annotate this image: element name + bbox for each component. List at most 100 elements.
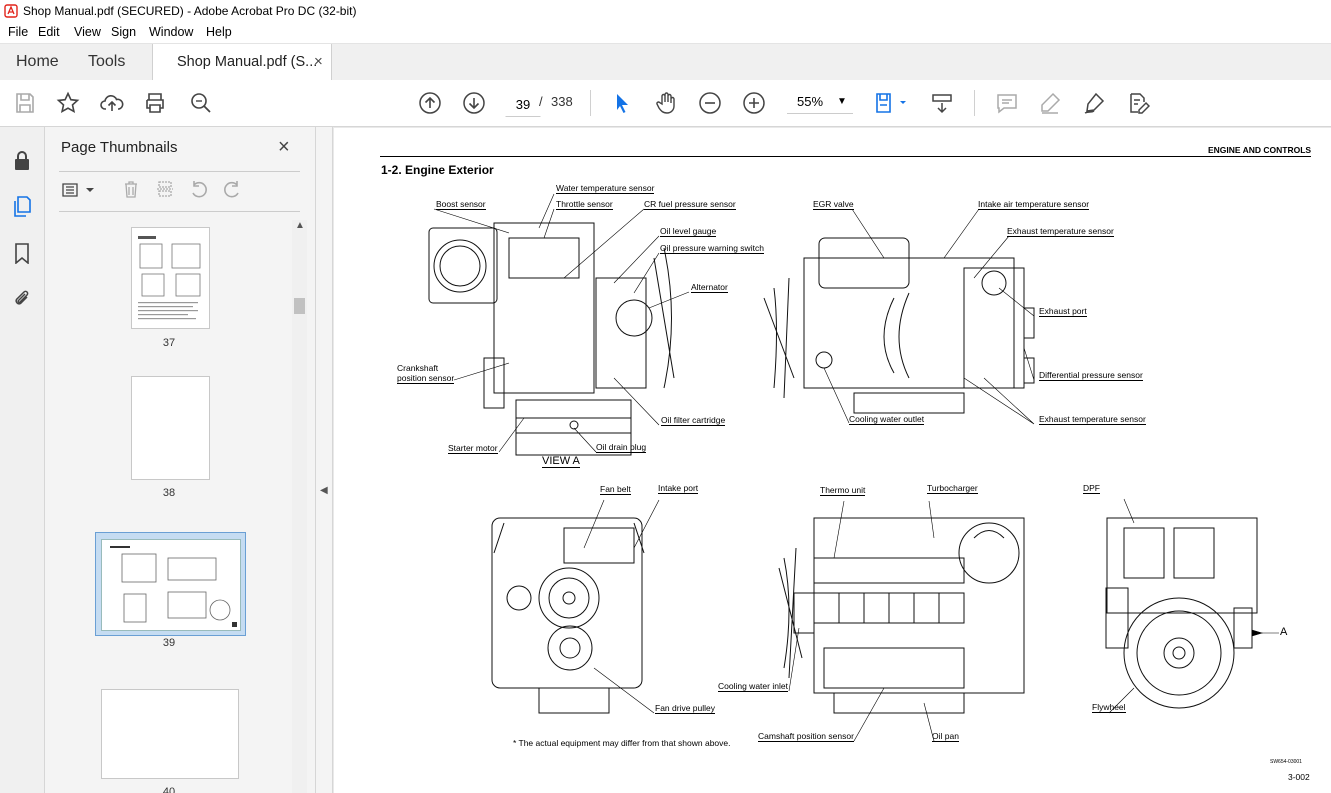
zoom-level-dropdown[interactable]: 55% ▼: [787, 91, 853, 114]
thumbnail-options-icon[interactable]: [61, 181, 97, 199]
thumbnail-preview: [138, 236, 201, 320]
label-cr-fuel-pressure-sensor: CR fuel pressure sensor: [644, 199, 736, 210]
label-oil-filter-cartridge: Oil filter cartridge: [661, 415, 726, 426]
label-fan-drive-pulley: Fan drive pulley: [655, 703, 716, 714]
thumbnail-page-40[interactable]: [101, 689, 239, 779]
comment-icon: [997, 94, 1017, 114]
menu-file[interactable]: File: [8, 25, 29, 39]
lock-icon[interactable]: [11, 149, 33, 171]
edit-pdf-button[interactable]: [1126, 91, 1151, 115]
menu-sign[interactable]: Sign: [111, 25, 137, 39]
label-oil-level-gauge: Oil level gauge: [660, 226, 717, 237]
label-flywheel: Flywheel: [1092, 702, 1126, 713]
label-crankshaft: Crankshaft: [397, 363, 439, 373]
page-thumbnails-icon[interactable]: [11, 195, 33, 217]
zoom-in-button[interactable]: [742, 91, 766, 115]
paperclip-icon[interactable]: [11, 288, 33, 310]
highlight-button[interactable]: [1038, 91, 1062, 115]
label-oil-drain-plug: Oil drain plug: [596, 442, 647, 453]
arrow-down-circle-icon: [463, 92, 485, 114]
menu-help[interactable]: Help: [206, 25, 232, 39]
rotate-left-icon[interactable]: [188, 179, 210, 199]
hand-tool-button[interactable]: [654, 91, 678, 115]
page-thumbnails-panel: Page Thumbnails × 37 38: [45, 127, 316, 793]
label-turbocharger: Turbocharger: [927, 483, 978, 494]
menu-edit[interactable]: Edit: [38, 25, 60, 39]
label-arrow-a: A: [1280, 626, 1288, 638]
menu-view[interactable]: View: [74, 25, 101, 39]
scroll-mode-icon: [932, 94, 952, 114]
edit-document-icon: [1130, 93, 1151, 114]
engine-exterior-diagram: [428, 193, 1279, 742]
label-water-temperature-sensor: Water temperature sensor: [556, 183, 655, 194]
thumbnail-label-39: 39: [162, 637, 176, 649]
menu-bar: File Edit View Sign Window Help: [0, 23, 1331, 43]
label-exhaust-temperature-sensor-bottom: Exhaust temperature sensor: [1039, 414, 1146, 425]
save-button[interactable]: [13, 91, 37, 115]
bookmark-star-button[interactable]: [56, 91, 80, 115]
label-oil-pan: Oil pan: [932, 731, 959, 742]
tab-tools[interactable]: Tools: [88, 53, 126, 70]
delete-page-icon[interactable]: [121, 179, 141, 199]
chevron-down-icon: ▼: [837, 96, 847, 107]
panel-title: Page Thumbnails: [61, 139, 178, 156]
collapse-panel-icon[interactable]: ◀: [320, 485, 328, 496]
page-layout-button[interactable]: [874, 91, 910, 115]
section-title: 1-2. Engine Exterior: [381, 163, 494, 177]
label-exhaust-port: Exhaust port: [1039, 306, 1087, 317]
menu-window[interactable]: Window: [149, 25, 194, 39]
close-tab-icon[interactable]: ×: [314, 53, 323, 70]
toolbar: / 338 55% ▼: [0, 80, 1331, 127]
thumbnail-page-39-selected[interactable]: [95, 532, 246, 636]
toolbar-divider: [974, 90, 975, 116]
print-button[interactable]: [143, 91, 167, 115]
label-starter-motor: Starter motor: [448, 443, 498, 454]
page-number-input[interactable]: [505, 91, 541, 117]
label-cooling-water-outlet: Cooling water outlet: [849, 414, 925, 425]
thumbnail-preview: [101, 539, 241, 631]
label-dpf: DPF: [1083, 483, 1100, 494]
toolbar-divider: [590, 90, 591, 116]
thumbnail-label-38: 38: [162, 487, 176, 499]
figure-code: SW654-03001: [1270, 759, 1302, 765]
panel-scrollbar[interactable]: ▲: [292, 220, 307, 793]
thumbnail-label-40: 40: [162, 786, 176, 793]
label-crankshaft-position-sensor: position sensor: [397, 373, 455, 384]
scroll-mode-button[interactable]: [930, 91, 954, 115]
draw-button[interactable]: [1082, 91, 1106, 115]
label-oil-pressure-warning-switch: Oil pressure warning switch: [660, 243, 764, 254]
select-tool-button[interactable]: [610, 91, 634, 115]
comment-button[interactable]: [995, 91, 1019, 115]
extract-page-icon[interactable]: [155, 179, 175, 199]
panel-divider: [59, 171, 300, 172]
upload-button[interactable]: [100, 91, 124, 115]
header-rule: [380, 156, 1311, 157]
label-differential-pressure-sensor: Differential pressure sensor: [1039, 370, 1143, 381]
panel-collapse-strip[interactable]: ◀: [316, 127, 333, 793]
tab-home[interactable]: Home: [16, 53, 59, 70]
label-thermo-unit: Thermo unit: [820, 485, 866, 496]
tab-document[interactable]: Shop Manual.pdf (S... ×: [152, 44, 332, 80]
label-cooling-water-inlet: Cooling water inlet: [718, 681, 788, 692]
highlighter-icon: [1041, 92, 1061, 114]
scrollbar-thumb[interactable]: [294, 298, 305, 314]
tab-document-label: Shop Manual.pdf (S...: [177, 54, 318, 70]
label-camshaft-position-sensor: Camshaft position sensor: [758, 731, 854, 742]
pdf-page[interactable]: ENGINE AND CONTROLS 1-2. Engine Exterior: [334, 128, 1331, 793]
rotate-right-icon[interactable]: [221, 179, 243, 199]
zoom-out-button[interactable]: [698, 91, 722, 115]
close-panel-icon[interactable]: ×: [278, 136, 290, 158]
tab-bar: Home Tools Shop Manual.pdf (S... ×: [0, 43, 1331, 81]
previous-page-button[interactable]: [418, 91, 442, 115]
label-egr-valve: EGR valve: [813, 199, 854, 210]
panel-divider: [59, 211, 300, 212]
thumbnail-page-38[interactable]: [131, 376, 210, 480]
find-button[interactable]: [189, 91, 213, 115]
scroll-up-icon[interactable]: ▲: [295, 220, 305, 231]
page-header: ENGINE AND CONTROLS: [1208, 145, 1312, 155]
thumbnail-page-37[interactable]: [131, 227, 210, 329]
next-page-button[interactable]: [462, 91, 486, 115]
label-exhaust-temperature-sensor-top: Exhaust temperature sensor: [1007, 226, 1114, 237]
minus-circle-icon: [699, 92, 721, 114]
bookmark-icon[interactable]: [11, 242, 33, 264]
